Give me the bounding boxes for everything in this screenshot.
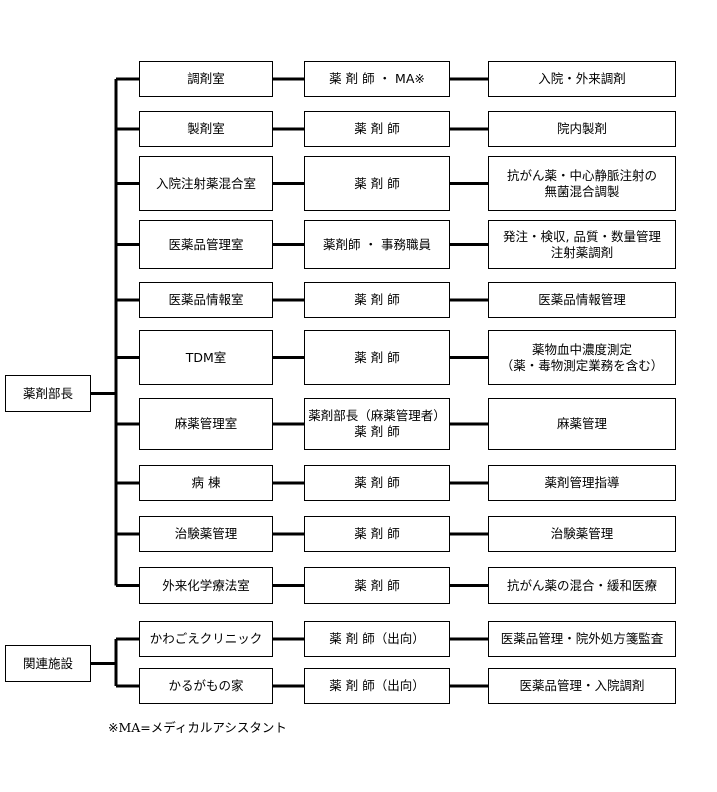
sections-staff-box: 薬 剤 師 bbox=[304, 465, 450, 501]
sections-staff-box: 薬 剤 師 bbox=[304, 567, 450, 604]
sections-staff-box: 薬 剤 師 bbox=[304, 156, 450, 211]
sections-duty-box: 薬物血中濃度測定 （薬・毒物測定業務を含む） bbox=[488, 330, 676, 385]
sections-staff-box: 薬 剤 師 ・ MA※ bbox=[304, 61, 450, 97]
sections-duty-box: 医薬品情報管理 bbox=[488, 282, 676, 318]
sections-duty-box: 薬剤管理指導 bbox=[488, 465, 676, 501]
sections-duty-box: 治験薬管理 bbox=[488, 516, 676, 552]
sections-name-box: 調剤室 bbox=[139, 61, 273, 97]
related-head-box: 関連施設 bbox=[5, 645, 91, 682]
sections-name-box: 病 棟 bbox=[139, 465, 273, 501]
related-staff-box: 薬 剤 師（出向） bbox=[304, 621, 450, 657]
related-name-box: かるがもの家 bbox=[139, 668, 273, 704]
related-staff-box: 薬 剤 師（出向） bbox=[304, 668, 450, 704]
sections-duty-box: 抗がん薬・中心静脈注射の 無菌混合調製 bbox=[488, 156, 676, 211]
related-duty-box: 医薬品管理・院外処方箋監査 bbox=[488, 621, 676, 657]
sections-staff-box: 薬剤部長（麻薬管理者） 薬 剤 師 bbox=[304, 398, 450, 450]
sections-name-box: 医薬品情報室 bbox=[139, 282, 273, 318]
sections-staff-box: 薬 剤 師 bbox=[304, 516, 450, 552]
head-box: 薬剤部長 bbox=[5, 375, 91, 412]
sections-name-box: 入院注射薬混合室 bbox=[139, 156, 273, 211]
sections-name-box: 外来化学療法室 bbox=[139, 567, 273, 604]
sections-name-box: 医薬品管理室 bbox=[139, 220, 273, 269]
related-name-box: かわごえクリニック bbox=[139, 621, 273, 657]
sections-staff-box: 薬 剤 師 bbox=[304, 282, 450, 318]
sections-name-box: 製剤室 bbox=[139, 111, 273, 147]
sections-name-box: 治験薬管理 bbox=[139, 516, 273, 552]
sections-staff-box: 薬 剤 師 bbox=[304, 330, 450, 385]
sections-duty-box: 院内製剤 bbox=[488, 111, 676, 147]
related-duty-box: 医薬品管理・入院調剤 bbox=[488, 668, 676, 704]
sections-duty-box: 抗がん薬の混合・緩和医療 bbox=[488, 567, 676, 604]
footnote: ※MA=メディカルアシスタント bbox=[108, 720, 287, 735]
sections-name-box: 麻薬管理室 bbox=[139, 398, 273, 450]
sections-staff-box: 薬剤師 ・ 事務職員 bbox=[304, 220, 450, 269]
sections-name-box: TDM室 bbox=[139, 330, 273, 385]
sections-duty-box: 麻薬管理 bbox=[488, 398, 676, 450]
sections-staff-box: 薬 剤 師 bbox=[304, 111, 450, 147]
sections-duty-box: 発注・検収, 品質・数量管理 注射薬調剤 bbox=[488, 220, 676, 269]
sections-duty-box: 入院・外来調剤 bbox=[488, 61, 676, 97]
